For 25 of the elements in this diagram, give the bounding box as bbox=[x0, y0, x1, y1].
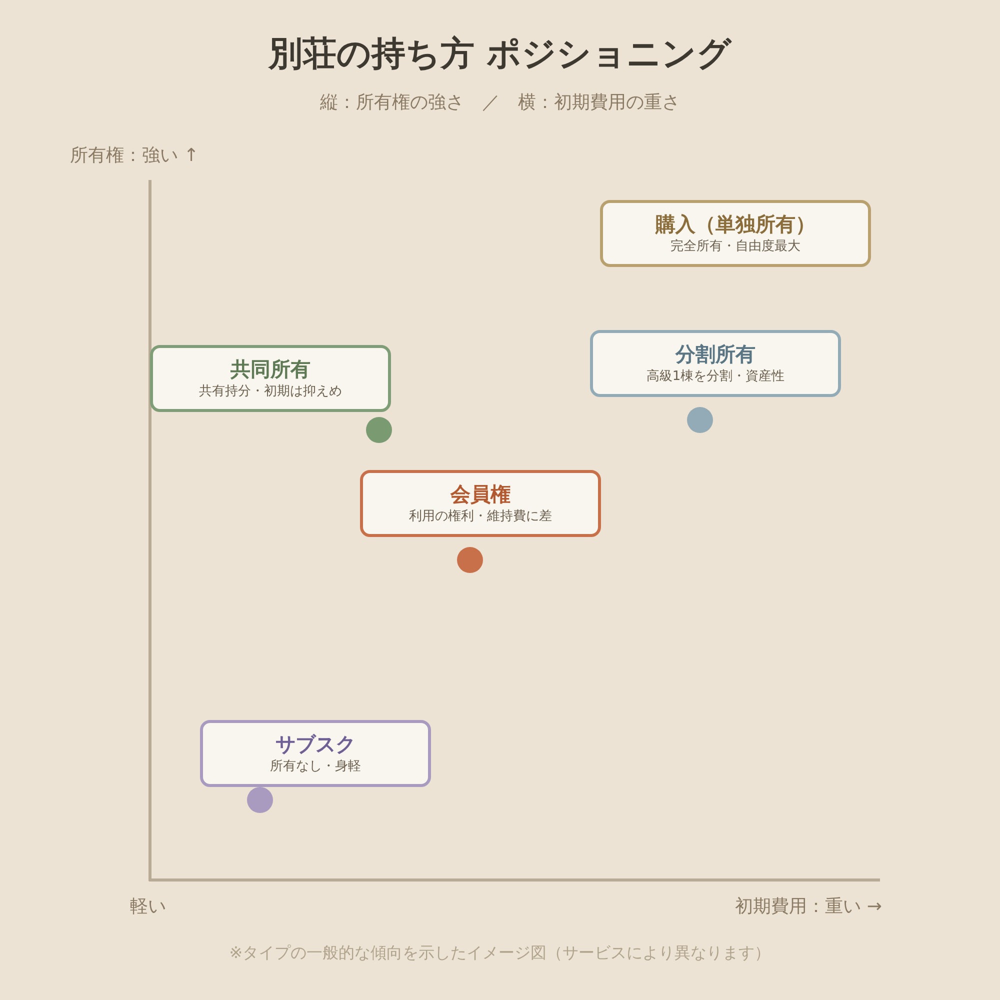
footnote: ※タイプの一般的な傾向を示したイメージ図（サービスにより異なります） bbox=[228, 942, 772, 964]
position-dot bbox=[457, 547, 483, 573]
position-dot bbox=[247, 787, 273, 813]
subtitle: 縦：所有権の強さ ／ 横：初期費用の重さ bbox=[319, 91, 681, 115]
axis-label: 初期費用：重い → bbox=[735, 895, 882, 919]
card-title: 分割所有 bbox=[674, 341, 756, 367]
position-card bbox=[150, 345, 391, 412]
card-title: 会員権 bbox=[449, 481, 512, 507]
card-subtitle: 共有持分・初期は抑えめ bbox=[198, 383, 343, 401]
card-subtitle: 所有なし・身軽 bbox=[269, 758, 362, 776]
card-title: 購入（単独所有） bbox=[654, 211, 816, 237]
position-card bbox=[600, 200, 871, 267]
card-subtitle: 高級1棟を分割・資産性 bbox=[645, 368, 786, 386]
card-subtitle: 完全所有・自由度最大 bbox=[670, 238, 802, 256]
axis-label: 所有権：強い ↑ bbox=[70, 144, 199, 168]
title: 別荘の持ち方 ポジショニング bbox=[267, 33, 733, 76]
position-card bbox=[360, 470, 601, 537]
card-title: サブスク bbox=[274, 731, 356, 757]
position-card bbox=[200, 720, 431, 787]
position-dot bbox=[687, 407, 713, 433]
card-title: 共同所有 bbox=[230, 356, 312, 382]
position-card bbox=[590, 330, 841, 397]
card-subtitle: 利用の権利・維持費に差 bbox=[408, 508, 553, 526]
position-dot bbox=[366, 417, 392, 443]
axis-label: 軽い bbox=[130, 895, 166, 919]
